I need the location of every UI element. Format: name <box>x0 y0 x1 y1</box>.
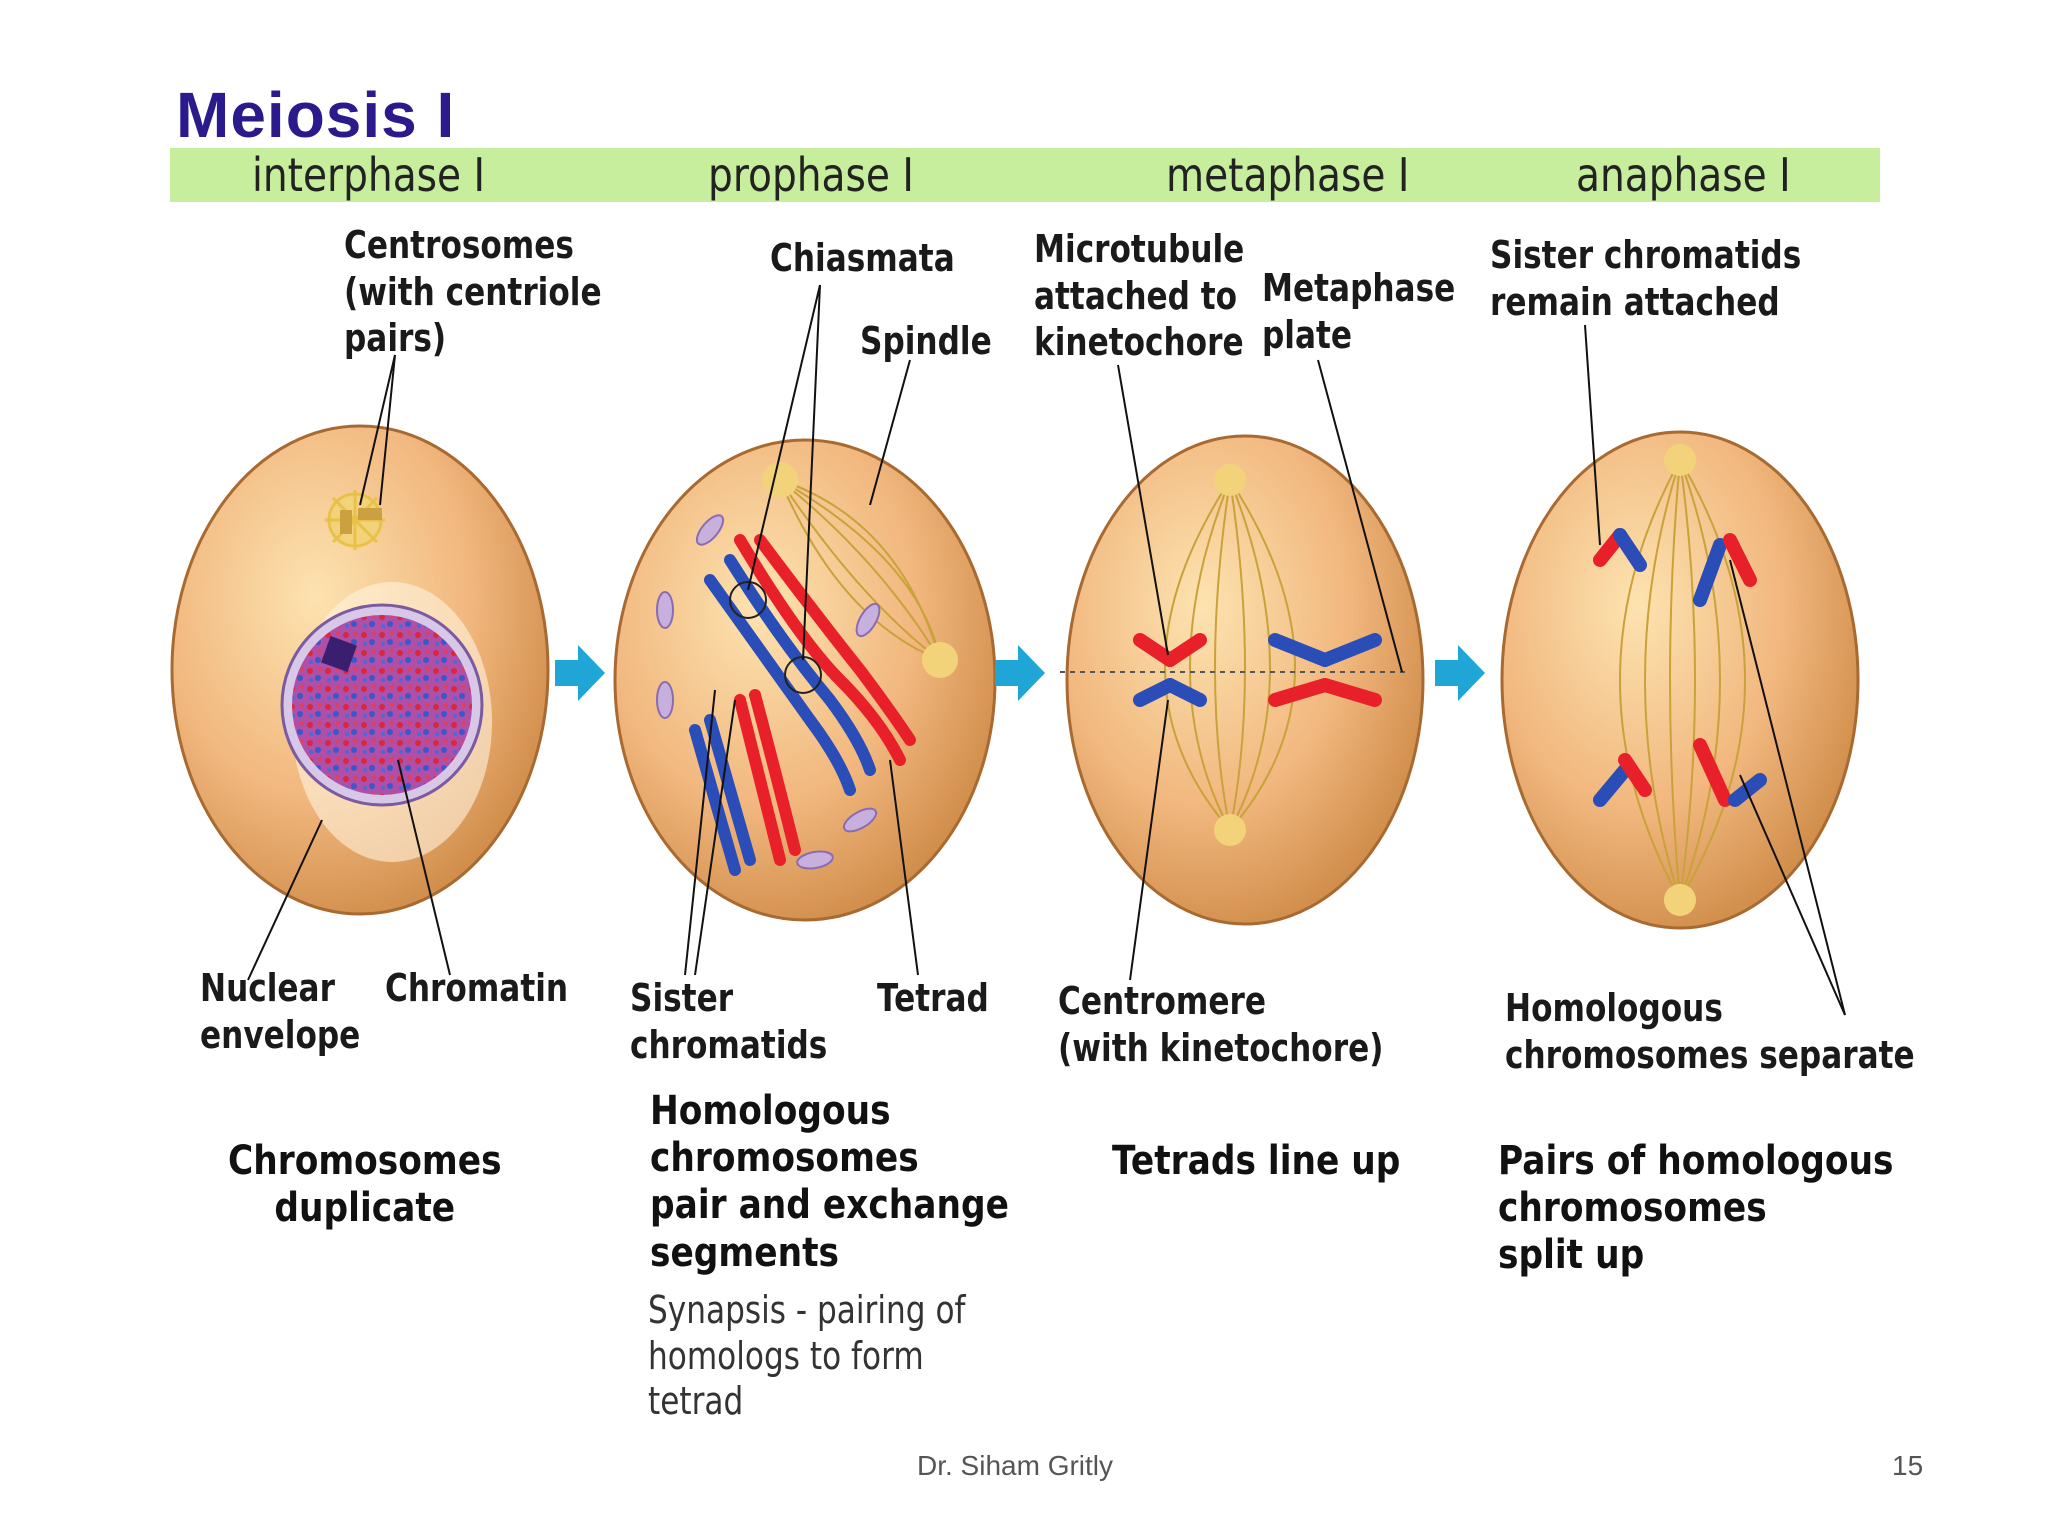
label-chromatin: Chromatin <box>385 966 569 1010</box>
anaphase-cell <box>1500 430 1860 930</box>
caption-metaphase: Tetrads line up <box>1112 1138 1401 1184</box>
label-chiasmata: Chiasmata <box>770 236 955 280</box>
label-metaphase-plate: Metaphase plate <box>1262 266 1456 357</box>
label-tetrad: Tetrad <box>877 976 989 1020</box>
footer-author: Dr. Siham Gritly <box>917 1450 1114 1481</box>
synapsis-note: Synapsis - pairing of homologs to form t… <box>648 1288 966 1424</box>
arrow-icon <box>555 645 605 701</box>
label-spindle: Spindle <box>860 319 992 363</box>
caption-interphase: Chromosomes duplicate <box>228 1138 502 1232</box>
slide-title: Meiosis I <box>176 79 456 151</box>
phase-label-interphase: interphase I <box>252 148 486 202</box>
chiasma-marker <box>729 581 767 619</box>
arrow-icon <box>995 645 1045 701</box>
phase-label-prophase: prophase I <box>708 148 914 202</box>
phase-label-anaphase: anaphase I <box>1576 148 1791 202</box>
label-centromere: Centromere (with kinetochore) <box>1058 979 1384 1070</box>
phase-bar <box>170 148 1880 202</box>
phase-label-metaphase: metaphase I <box>1166 148 1410 202</box>
page-number: 15 <box>1892 1450 1924 1481</box>
label-nuclear-envelope: Nuclear envelope <box>200 966 361 1057</box>
caption-anaphase: Pairs of homologous chromosomes split up <box>1498 1138 1894 1279</box>
label-sister-attached: Sister chromatids remain attached <box>1490 233 1802 324</box>
caption-prophase: Homologous chromosomes pair and exchange… <box>650 1088 1009 1276</box>
chromatin-shape <box>292 615 472 795</box>
interphase-cell <box>170 424 550 916</box>
prophase-cell <box>613 438 997 922</box>
metaphase-cell <box>1060 434 1425 926</box>
label-sister-chromatids: Sister chromatids <box>630 976 828 1067</box>
label-centrosomes: Centrosomes (with centriole pairs) <box>344 223 602 361</box>
arrow-icon <box>1435 645 1485 701</box>
label-homologous-separate: Homologous chromosomes separate <box>1505 986 1915 1077</box>
label-microtubule: Microtubule attached to kinetochore <box>1034 227 1245 365</box>
